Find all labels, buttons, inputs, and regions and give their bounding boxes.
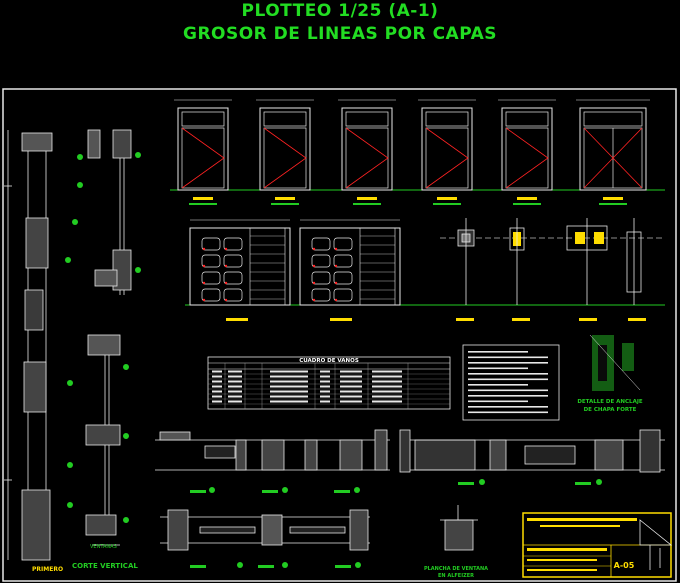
panel-door-elevations xyxy=(189,219,401,306)
horizontal-cuts-row1 xyxy=(155,429,665,473)
panel-door xyxy=(189,219,291,306)
cut-markers-row1 xyxy=(209,479,602,493)
plancha-line2: EN ALFEIZER xyxy=(438,573,474,579)
label-primero: PRIMERO xyxy=(32,566,63,573)
label-ventana: VENTANAS xyxy=(90,544,117,550)
sheet-border xyxy=(2,88,677,582)
plancha-line1: PLANCHA DE VENTANA xyxy=(424,566,488,572)
detalle-line1: DETALLE DE ANCLAJE xyxy=(577,399,643,405)
corte-vertical-drawing xyxy=(4,129,132,561)
sheet-code: A-05 xyxy=(614,561,635,570)
door-elevation xyxy=(338,99,396,205)
detalle-line2: DE CHAPA FORTE xyxy=(584,407,637,413)
corte-vertical-markers xyxy=(65,152,141,523)
door-elevation xyxy=(174,99,232,205)
notes-box xyxy=(462,344,560,421)
anchor-detail: DETALLE DE ANCLAJE DE CHAPA FORTE xyxy=(577,334,643,413)
plot-subtitle: GROSOR DE LINEAS POR CAPAS xyxy=(182,24,497,44)
door-elevation xyxy=(418,99,476,205)
horizontal-cuts-row2 xyxy=(160,509,370,551)
door-elevations xyxy=(174,99,650,205)
cut-markers-row2 xyxy=(237,562,361,568)
panel-door xyxy=(299,219,401,306)
door-elevation xyxy=(576,99,650,205)
table-title: CUADRO DE VANOS xyxy=(299,358,359,364)
door-elevation xyxy=(256,99,314,205)
label-corte-vertical: CORTE VERTICAL xyxy=(72,562,138,570)
plancha-detail xyxy=(440,505,478,551)
second-row-labels xyxy=(226,318,646,321)
title-block-stamp: A-05 xyxy=(522,512,673,578)
door-elevation xyxy=(498,99,556,205)
vanos-table: CUADRO DE VANOS xyxy=(207,356,451,410)
plot-title: PLOTTEO 1/25 (A-1) xyxy=(241,1,439,21)
title-block: PLOTTEO 1/25 (A-1) GROSOR DE LINEAS POR … xyxy=(0,0,680,46)
window-details xyxy=(440,218,665,305)
